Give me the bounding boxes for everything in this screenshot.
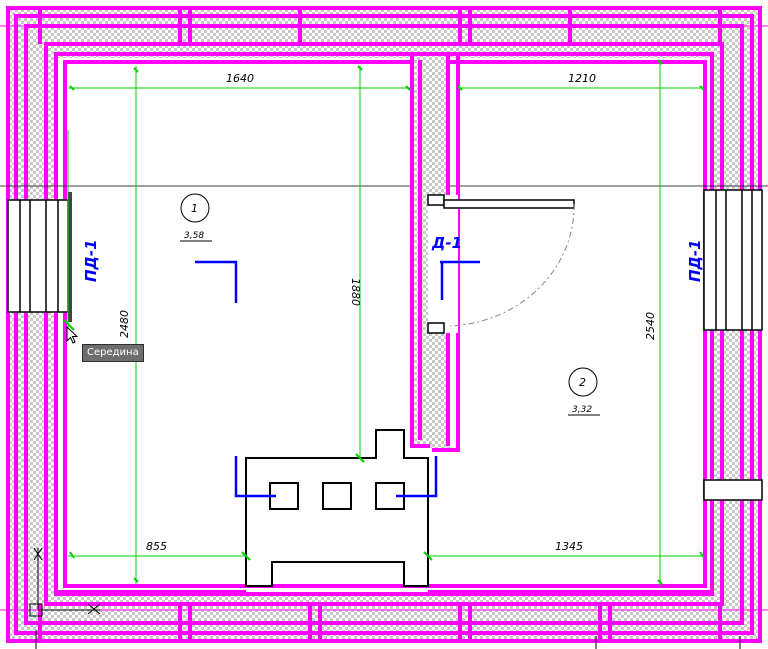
dimension-lines <box>67 60 704 586</box>
room-1-number: 1 <box>191 202 198 215</box>
left-window <box>7 192 72 322</box>
dim-bottom-left: 855 <box>146 540 167 553</box>
bottom-right-opening <box>703 479 763 501</box>
room-2-number: 2 <box>579 376 586 389</box>
dim-right-vertical: 2540 <box>644 312 657 340</box>
dim-left-vertical: 2480 <box>118 310 131 338</box>
arrow-cursor-icon <box>66 326 79 344</box>
dim-bottom-right: 1345 <box>555 540 583 553</box>
dim-top-right: 1210 <box>568 72 596 85</box>
interior-partition <box>410 56 460 452</box>
right-window <box>703 189 763 331</box>
room-tag-2: 2 3,32 <box>568 367 600 416</box>
stove-block <box>245 429 429 587</box>
dim-top-left: 1640 <box>226 72 254 85</box>
door <box>443 199 575 327</box>
dim-middle-vertical: 1880 <box>349 278 362 306</box>
room-1-area: 3,58 <box>184 231 204 241</box>
room-2-area: 3,32 <box>572 405 592 415</box>
window-mark-left: ПД-1 <box>82 239 100 282</box>
snap-tooltip: Середина <box>82 344 144 362</box>
section-markers <box>195 260 480 498</box>
ucs-axis-icon <box>29 547 101 617</box>
dimension-ticks <box>63 59 705 585</box>
window-mark-right: ПД-1 <box>686 239 704 282</box>
room-tag-1: 1 3,58 <box>180 193 212 242</box>
door-mark: Д-1 <box>431 234 462 252</box>
